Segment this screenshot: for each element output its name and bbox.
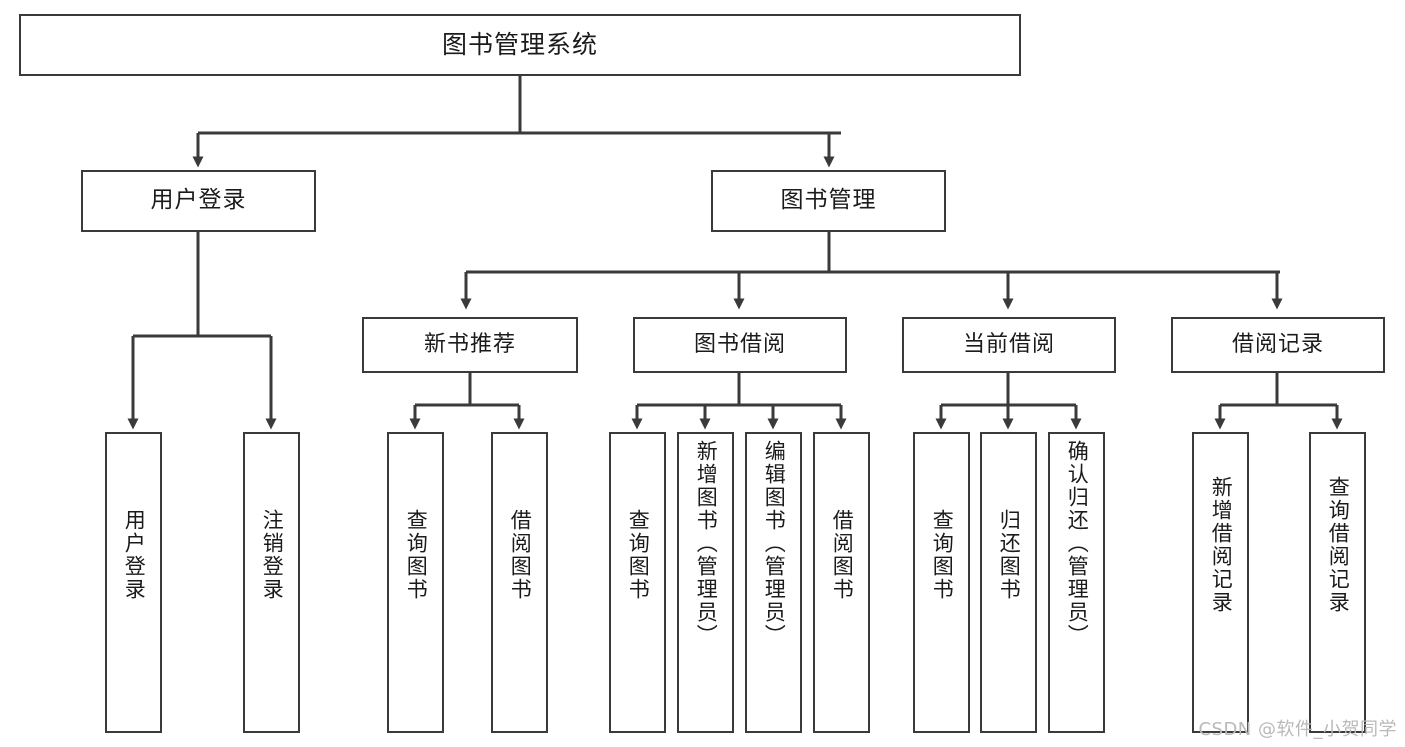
node-leaf-query-book-2[interactable]: 查询图书 xyxy=(609,432,666,733)
node-user-login-label: 用户登录 xyxy=(150,187,247,214)
node-book-manage-label: 图书管理 xyxy=(780,187,877,214)
node-leaf-borrow-book-2[interactable]: 借阅图书 xyxy=(813,432,870,733)
node-new-book-recommend-label: 新书推荐 xyxy=(423,331,516,357)
node-book-borrow[interactable]: 图书借阅 xyxy=(633,317,847,373)
node-leaf-borrow-book-1-label: 借阅图书 xyxy=(508,509,533,601)
node-book-borrow-label: 图书借阅 xyxy=(693,331,786,357)
node-leaf-borrow-book-1[interactable]: 借阅图书 xyxy=(491,432,548,733)
node-borrow-record[interactable]: 借阅记录 xyxy=(1171,317,1385,373)
node-leaf-borrow-book-2-label: 借阅图书 xyxy=(830,509,855,601)
node-current-borrow-label: 当前借阅 xyxy=(962,331,1055,357)
node-user-login[interactable]: 用户登录 xyxy=(81,170,316,232)
node-book-manage[interactable]: 图书管理 xyxy=(711,170,946,232)
node-leaf-query-record-label: 查询借阅记录 xyxy=(1326,476,1351,614)
node-borrow-record-label: 借阅记录 xyxy=(1231,331,1324,357)
node-leaf-logout-login[interactable]: 注销登录 xyxy=(243,432,300,733)
node-current-borrow[interactable]: 当前借阅 xyxy=(902,317,1116,373)
node-leaf-query-book-1-label: 查询图书 xyxy=(404,509,429,601)
node-leaf-edit-book-label: 编辑图书（管理员） xyxy=(762,440,787,647)
node-leaf-return-book-label: 归还图书 xyxy=(997,509,1022,601)
node-leaf-query-book-1[interactable]: 查询图书 xyxy=(387,432,444,733)
node-leaf-return-book[interactable]: 归还图书 xyxy=(980,432,1037,733)
node-leaf-add-record-label: 新增借阅记录 xyxy=(1209,476,1234,614)
node-root-label: 图书管理系统 xyxy=(441,30,598,60)
node-leaf-add-record[interactable]: 新增借阅记录 xyxy=(1192,432,1249,733)
node-leaf-query-book-2-label: 查询图书 xyxy=(626,509,651,601)
node-leaf-user-login-label: 用户登录 xyxy=(122,509,147,601)
node-leaf-add-book-label: 新增图书（管理员） xyxy=(694,440,719,647)
node-leaf-query-book-3-label: 查询图书 xyxy=(930,509,955,601)
node-leaf-edit-book[interactable]: 编辑图书（管理员） xyxy=(745,432,802,733)
node-leaf-query-book-3[interactable]: 查询图书 xyxy=(913,432,970,733)
node-new-book-recommend[interactable]: 新书推荐 xyxy=(362,317,578,373)
watermark: CSDN @软件_小贺同学 xyxy=(1198,719,1397,740)
node-leaf-query-record[interactable]: 查询借阅记录 xyxy=(1309,432,1366,733)
node-leaf-logout-login-label: 注销登录 xyxy=(260,509,285,601)
node-leaf-user-login[interactable]: 用户登录 xyxy=(105,432,162,733)
node-leaf-confirm-return-label: 确认归还（管理员） xyxy=(1065,440,1090,647)
node-leaf-confirm-return[interactable]: 确认归还（管理员） xyxy=(1048,432,1105,733)
node-leaf-add-book[interactable]: 新增图书（管理员） xyxy=(677,432,734,733)
node-root[interactable]: 图书管理系统 xyxy=(19,14,1021,76)
